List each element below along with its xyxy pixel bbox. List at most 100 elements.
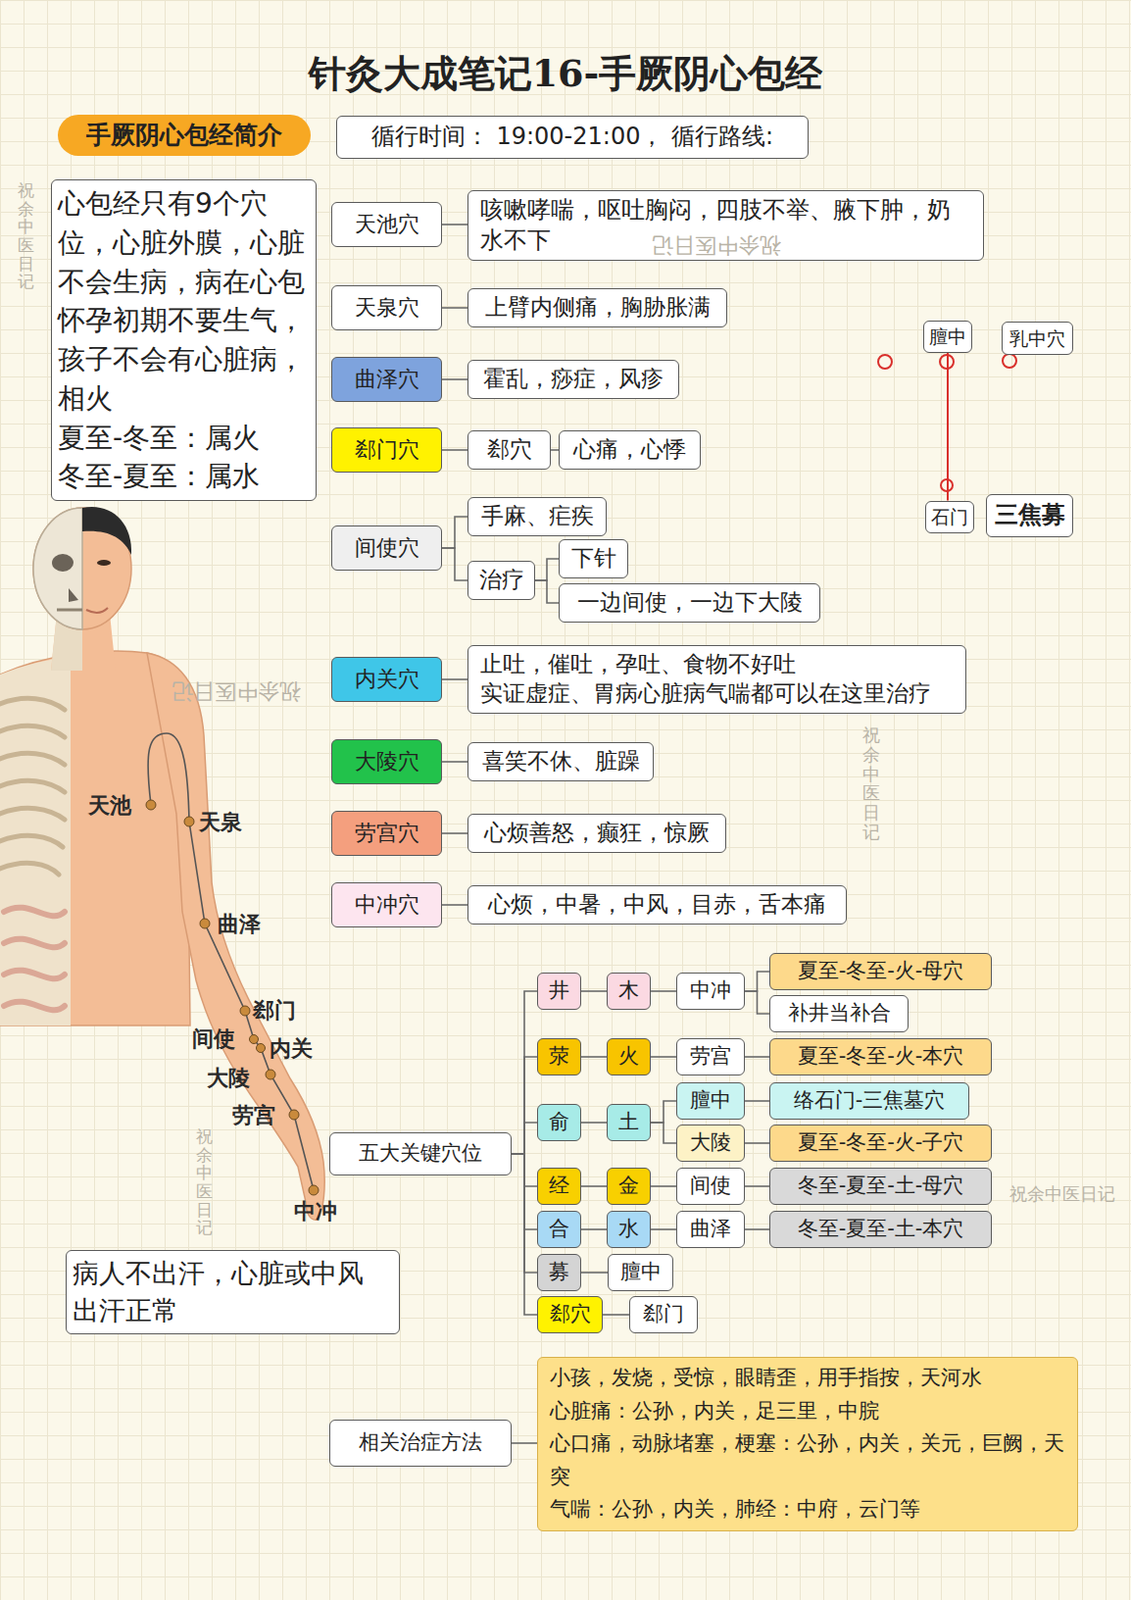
watermark-holder: 祝余中医日记: [171, 676, 301, 706]
node-text: 间使: [689, 1172, 732, 1199]
point-box: 曲泽穴: [331, 356, 443, 402]
body-label-holder: 内关: [269, 1033, 313, 1064]
body-label: 间使: [192, 1026, 236, 1051]
connector: [650, 1122, 677, 1143]
symptom-box: 心痛，心悸: [558, 430, 701, 470]
connector: [442, 516, 468, 548]
node-text: 天泉穴: [354, 294, 420, 323]
connector: [581, 1121, 607, 1124]
point-box: 间使穴: [331, 525, 443, 571]
connector: [581, 1271, 608, 1274]
point-tag: 膻中: [923, 320, 973, 353]
element-cell: 水: [606, 1210, 651, 1248]
ribs: [0, 697, 65, 875]
node-text: 上臂内侧痛，胸胁胀满: [485, 293, 711, 323]
node-text: 小孩，发烧，受惊，眼睛歪，用手指按，天河水: [549, 1361, 1066, 1395]
nasal-cavity: [68, 588, 79, 602]
body-label-holder: 间使: [192, 1024, 236, 1054]
node-text: 劳宫穴: [354, 819, 420, 848]
node-text: 冬至-夏至-土-本穴: [797, 1215, 965, 1242]
connector: [581, 1055, 607, 1058]
point-tag: 石门: [925, 500, 975, 534]
connector: [744, 990, 770, 1014]
node-text: 一边间使，一边下大陵: [577, 588, 803, 618]
body-label-holder: 天池: [88, 790, 132, 821]
section-tag: 手厥阴心包经简介: [57, 114, 311, 156]
shu-type-cell: 俞: [537, 1103, 582, 1141]
watermark: 祝余中医日记: [651, 233, 782, 258]
node-text: 止吐，催吐，孕吐、食物不好吐: [480, 649, 954, 680]
shu-type-cell: 荥: [537, 1037, 582, 1076]
node-text: 中冲穴: [354, 890, 420, 920]
method-box: 下针: [558, 539, 629, 579]
shu-type-cell: 合: [537, 1210, 582, 1248]
teeth: [56, 608, 83, 612]
node-text: 相关治症方法: [358, 1428, 483, 1456]
connector: [511, 1153, 538, 1315]
connector: [650, 1228, 677, 1230]
body-label-holder: 大陵: [206, 1063, 250, 1093]
node-text: 天池穴: [354, 210, 420, 240]
connector: [602, 1313, 630, 1316]
connector: [442, 448, 468, 451]
element-cell: 土: [606, 1103, 651, 1141]
category-box: 治疗: [467, 560, 536, 600]
node-text: 循行时间： 19:00-21:00， 循行路线:: [371, 121, 774, 152]
connector: [581, 1228, 607, 1230]
connector: [744, 1184, 770, 1187]
connector: [550, 448, 559, 451]
shu-type-cell: 经: [537, 1167, 582, 1205]
connector: [744, 1055, 770, 1058]
node-text: 郄穴: [487, 435, 533, 465]
node-text: 三焦募: [994, 499, 1066, 531]
node-text: 心痛，心悸: [573, 435, 687, 465]
connector: [442, 378, 468, 381]
watermark: 祝余中医日记: [196, 1127, 213, 1237]
body-label: 郄门: [252, 997, 296, 1023]
node-text: 郄门: [642, 1300, 685, 1328]
symptom-box: 止吐，催吐，孕吐、食物不好吐实证虚症、胃病心脏病气喘都可以在这里治疗: [467, 644, 967, 714]
node-text: 石门: [931, 504, 969, 530]
connector: [650, 989, 677, 992]
connector: [744, 1228, 770, 1230]
watermark-holder: 祝余中医日记: [196, 1127, 213, 1237]
node-text: 喜笑不休、脏躁: [482, 746, 640, 777]
connector: [442, 678, 468, 681]
node-text: 经: [548, 1172, 570, 1199]
category-box: 郄穴: [467, 430, 551, 470]
node-text: 手麻、疟疾: [481, 501, 594, 532]
connector: [442, 306, 468, 309]
watermark-holder: 祝余中医日记: [1009, 1181, 1116, 1206]
node-text: 募: [548, 1258, 570, 1285]
connector: [581, 989, 607, 992]
connector: [442, 832, 468, 835]
point-name: 劳宫: [676, 1037, 745, 1076]
point-name: 曲泽: [676, 1210, 745, 1248]
intro-box: 心包经只有9个穴位，心脏外膜，心脏不会生病，病在心包怀孕初期不要生气，孩子不会有…: [50, 179, 317, 501]
node-text: 心烦，中暑，中风，目赤，舌本痛: [488, 889, 827, 920]
node-text: 乳中穴: [1009, 326, 1066, 351]
node-text: 心烦善怒，癫狂，惊厥: [484, 818, 710, 848]
node-text: 五大关键穴位: [358, 1139, 483, 1167]
method-box: 一边间使，一边下大陵: [558, 583, 821, 623]
body-label: 劳宫: [232, 1102, 276, 1128]
season-note: 冬至-夏至-土-本穴: [769, 1210, 992, 1248]
method-list: 小孩，发烧，受惊，眼睛歪，用手指按，天河水心脏痛：公孙，内关，足三里，中脘心口痛…: [537, 1356, 1079, 1531]
node-text: 膻中: [689, 1086, 732, 1114]
node-text: 相火: [57, 379, 310, 419]
node-text: 夏至-冬至-火-本穴: [797, 1042, 965, 1070]
point-name: 郄门: [629, 1295, 698, 1333]
body-label: 内关: [269, 1035, 313, 1061]
skull-half: [33, 507, 83, 630]
node-text: 心口痛，动脉堵塞，梗塞：公孙，内关，关元，巨阙，天突: [549, 1426, 1066, 1493]
point-name: 中冲: [676, 972, 745, 1010]
node-text: 冬至-夏至：属水: [57, 456, 310, 496]
point-dots: [146, 799, 319, 1195]
note-box: 病人不出汗，心脏或中风 出汗正常: [65, 1249, 400, 1334]
body-label: 天池: [88, 792, 132, 818]
connector: [535, 558, 559, 581]
node-text: 夏至-冬至-火-母穴: [797, 957, 965, 984]
node-text: 土: [618, 1108, 640, 1135]
point-name: 膻中: [676, 1081, 745, 1120]
symptom-box: 心烦，中暑，中风，目赤，舌本痛: [467, 885, 847, 925]
